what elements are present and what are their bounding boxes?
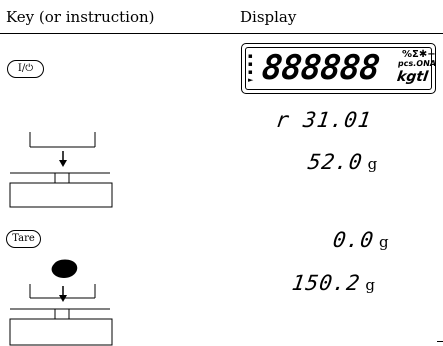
down-arrow-icon-2	[59, 286, 67, 302]
sample-icon	[51, 259, 78, 278]
scale-body	[9, 172, 113, 208]
balance-diagram-sample	[9, 259, 113, 346]
page-edge-mark	[437, 341, 443, 342]
reading-unit-4: g	[365, 276, 375, 294]
reading-unit-3: g	[379, 233, 389, 251]
display-column-header: Display	[240, 8, 297, 26]
lcd-symbols-mid: pcs.ONA	[397, 59, 437, 68]
reading-row-4: 150.2 g	[290, 271, 375, 295]
onoff-key-label: I/⏻	[17, 63, 34, 74]
onoff-key[interactable]: I/⏻	[7, 60, 44, 78]
tare-key[interactable]: Tare	[6, 230, 41, 248]
balance-diagram-place	[9, 132, 113, 208]
lcd-frame	[245, 47, 432, 90]
reading-value-4: 150.2	[290, 271, 362, 295]
lcd-segment-digits: 888888	[259, 48, 381, 88]
key-column-header: Key (or instruction)	[6, 8, 155, 26]
down-arrow-icon	[59, 151, 67, 167]
reading-value-2: 52.0	[306, 150, 365, 174]
lcd-left-indicators: ▪ ▪ ▪ ►	[248, 52, 253, 84]
lcd-indicator-2: ▪	[248, 60, 253, 68]
lcd-arrow-indicator: ►	[248, 76, 254, 84]
weighing-pan-bracket	[29, 132, 96, 148]
tare-key-label: Tare	[12, 233, 35, 244]
lcd-symbols-unit: kgtl	[395, 69, 429, 85]
reading-version: r 31.01	[274, 108, 374, 132]
scale-body-2	[9, 308, 113, 346]
lcd-display: ▪ ▪ ▪ ► 888888 %Σ✱− pcs.ONA kgtl	[241, 43, 437, 94]
lcd-indicator-1: ▪	[248, 52, 253, 60]
reading-row-3: 0.0 g	[331, 228, 389, 252]
lcd-indicator-3: ▪	[248, 68, 253, 76]
lcd-symbols-top: %Σ✱−	[402, 49, 436, 60]
reading-unit-2: g	[367, 155, 378, 173]
reading-value-3: 0.0	[331, 228, 376, 252]
reading-row-2: 52.0 g	[306, 150, 378, 174]
header-divider	[0, 33, 443, 34]
